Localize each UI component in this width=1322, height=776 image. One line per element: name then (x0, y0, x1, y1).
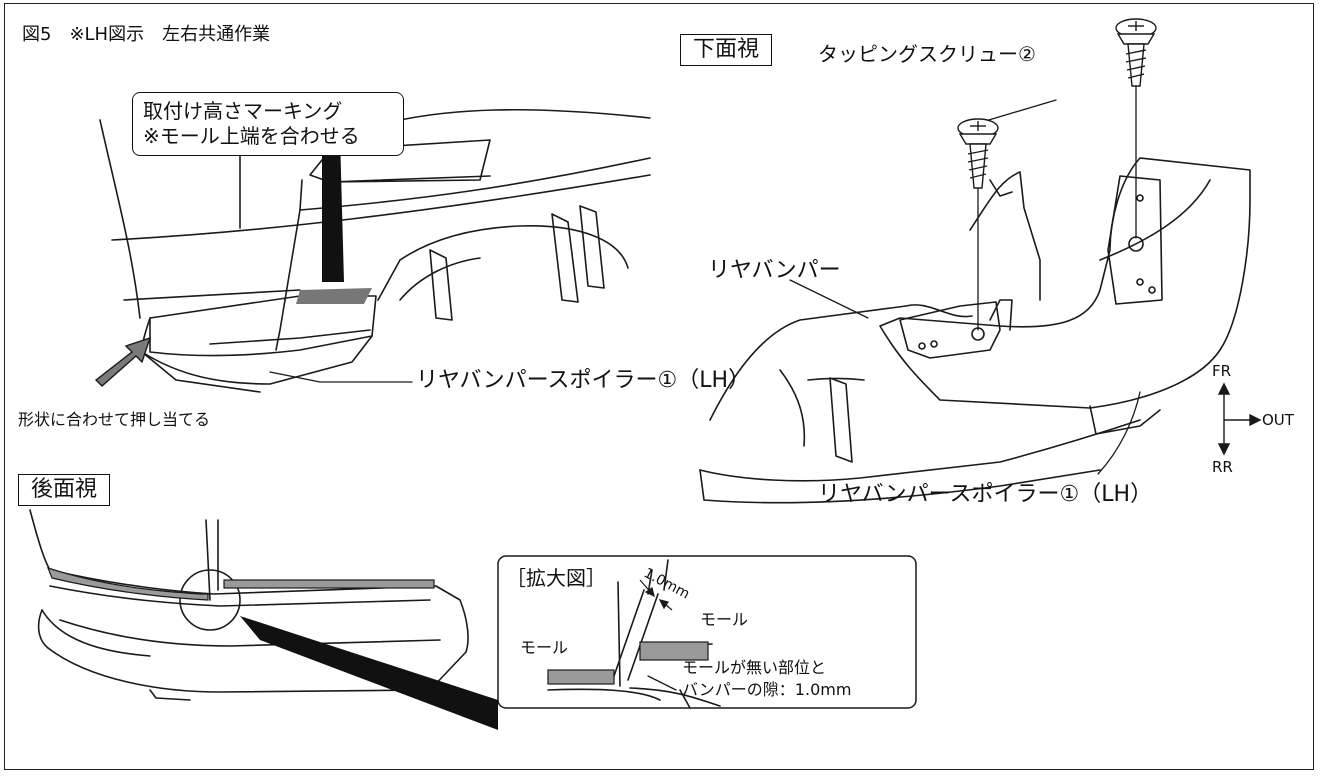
car-rear-quarter-drawing (99, 108, 651, 393)
rear-view-label: 後面視 (18, 474, 111, 506)
spoiler-top-leader (269, 371, 413, 383)
leader-lines (269, 59, 1141, 691)
rear-bumper-label: リヤバンパー (708, 258, 841, 283)
figure-title: 図5 ※LH図示 左右共通作業 (22, 24, 271, 45)
marking-callout-line1: 取付け高さマーキング (143, 99, 343, 123)
rear-bumper-leader (789, 279, 869, 319)
figure-frame (4, 3, 1314, 770)
gap-arrows (639, 579, 673, 611)
molding-detail-right (639, 641, 709, 661)
orientation-fr-label: FR (1212, 362, 1232, 380)
orientation-compass (1217, 382, 1262, 456)
push-arrow-icon (94, 336, 152, 387)
gap-note-line1: モールが無い部位と (682, 658, 827, 677)
bolt-icon (1136, 278, 1144, 286)
orientation-rr-label: RR (1212, 458, 1233, 476)
push-instruction-label: 形状に合わせて押し当てる (18, 410, 211, 429)
bumper-underside-drawing (699, 157, 1251, 504)
spoiler-bottom-label: リヤバンパースポイラー①（LH） (818, 482, 1153, 507)
screw-hole-right (1128, 236, 1144, 252)
molding-detail-left (547, 669, 615, 685)
spoiler-bottom-leader (1097, 391, 1141, 475)
molding-strip-rear (46, 567, 209, 601)
enlarged-detail-box (497, 555, 917, 709)
marking-callout-line2: ※モール上端を合わせる (143, 124, 360, 148)
molding-right-label: モール (700, 610, 749, 629)
bottom-view-label: 下面視 (680, 34, 773, 66)
orientation-out-label: OUT (1262, 411, 1294, 429)
bolt-icon (1136, 194, 1144, 202)
screw-leader (981, 99, 1057, 123)
screw-label: タッピングスクリュー② (818, 42, 1036, 66)
enlarged-view-label: ［拡大図］ (506, 566, 606, 590)
marker-pointer (296, 136, 372, 304)
tapping-screw-left-icon (957, 118, 999, 189)
marking-callout-box: 取付け高さマーキング ※モール上端を合わせる (132, 92, 404, 156)
gap-leader (647, 675, 677, 691)
bolt-icon (930, 340, 938, 348)
spoiler-top-label: リヤバンパースポイラー①（LH） (416, 368, 751, 393)
bolt-icon (1148, 286, 1156, 294)
tapping-screw-right-icon (1115, 18, 1157, 87)
molding-left-label: モール (520, 638, 569, 657)
zoom-wedge (240, 616, 498, 730)
spoiler-rear-view-drawing (29, 509, 469, 701)
gap-note-line2: バンパーの隙：1.0mm (682, 680, 852, 699)
molding-strip-rear-right (223, 579, 435, 589)
bolt-icon (918, 342, 926, 350)
screw-hole-left (971, 327, 985, 341)
